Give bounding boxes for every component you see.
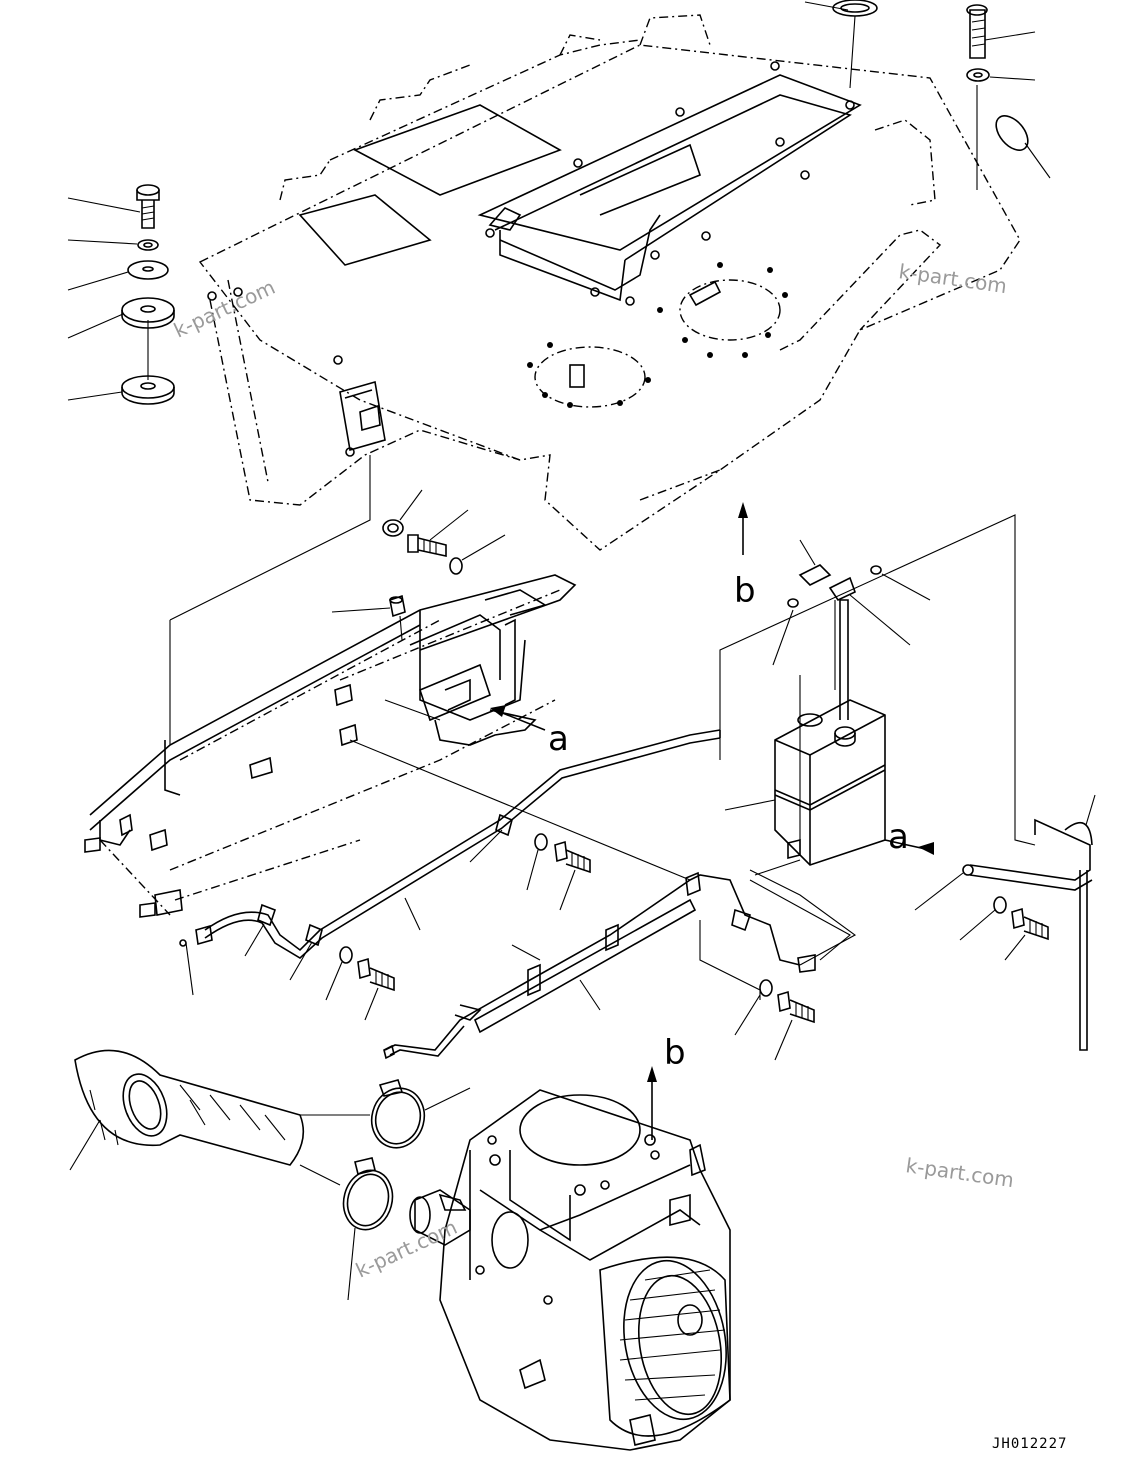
wire-harness bbox=[383, 859, 851, 1060]
drawing-code: JH012227 bbox=[992, 1436, 1067, 1452]
hood-bolt-points bbox=[207, 61, 855, 457]
cable-bolts bbox=[325, 833, 591, 1021]
air-cleaner-body bbox=[409, 1089, 731, 1451]
hose-clamps bbox=[342, 1079, 471, 1301]
control-cable bbox=[179, 729, 721, 996]
control-bracket-assembly bbox=[84, 455, 691, 918]
view-label-b-upper: b bbox=[734, 571, 756, 611]
watermark-3: k-part.com bbox=[904, 1153, 1015, 1192]
hood-switch-box bbox=[339, 380, 386, 452]
tank-bracket bbox=[914, 794, 1096, 1051]
left-hardware-stack bbox=[67, 184, 175, 405]
harness-bolts bbox=[734, 979, 815, 1061]
intake-hose bbox=[69, 1049, 370, 1186]
hood-panels bbox=[298, 74, 862, 302]
engine-hood-outline bbox=[198, 14, 1021, 551]
view-arrows bbox=[490, 502, 934, 1140]
reservoir-tank bbox=[719, 514, 1036, 966]
hood-inspection-holes bbox=[527, 262, 788, 408]
watermark-2: k-part.com bbox=[897, 259, 1008, 298]
view-label-b-lower: b bbox=[664, 1033, 686, 1073]
view-label-a-upper: a bbox=[548, 719, 569, 759]
watermark-1: k-part.com bbox=[170, 275, 279, 343]
top-right-hardware bbox=[804, 0, 1051, 190]
middle-bolts bbox=[382, 489, 506, 575]
view-label-a-lower: a bbox=[888, 817, 909, 857]
